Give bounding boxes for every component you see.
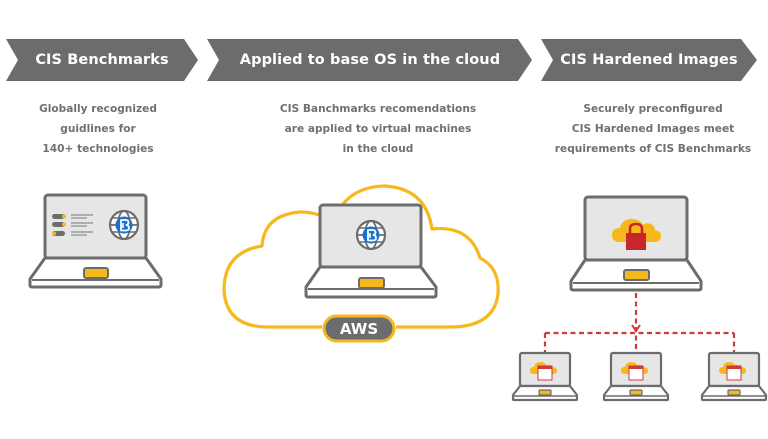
chevron-arrow-shape bbox=[207, 39, 532, 81]
chevron-arrow-shape bbox=[6, 39, 198, 81]
cloud-icon bbox=[612, 219, 661, 242]
description-line: guidlines for bbox=[60, 123, 136, 135]
lock-icon bbox=[626, 222, 646, 250]
description-line: in the cloud bbox=[342, 143, 414, 155]
step-1-description: Globally recognized guidlines for 140+ t… bbox=[0, 99, 196, 159]
cis-globe-icon bbox=[108, 209, 140, 241]
chevron-arrow-shape bbox=[541, 39, 757, 81]
description-line: requirements of CIS Benchmarks bbox=[554, 143, 752, 155]
description-line: 140+ technologies bbox=[42, 143, 154, 155]
step-2-title: Applied to base OS in the cloud bbox=[239, 52, 501, 68]
description-line: are applied to virtual machines bbox=[284, 123, 472, 135]
arrow-down-icon bbox=[631, 324, 641, 333]
step-3-description: Securely preconfigured CIS Hardened Imag… bbox=[540, 99, 766, 159]
step-1-title: CIS Benchmarks bbox=[35, 52, 169, 68]
cloud-outline-icon bbox=[222, 184, 500, 329]
step-2-description: CIS Banchmarks recomendations are applie… bbox=[228, 99, 528, 159]
description-line: CIS Banchmarks recomendations bbox=[279, 103, 477, 115]
step-2-banner: Applied to base OS in the cloud bbox=[207, 39, 535, 81]
laptop-with-cloud-image-icon bbox=[700, 351, 768, 402]
laptop-with-cloud-image-icon bbox=[602, 351, 670, 402]
step-1-banner: CIS Benchmarks bbox=[6, 39, 200, 81]
description-line: Securely preconfigured bbox=[583, 103, 723, 115]
checklist-icon bbox=[52, 214, 93, 236]
step-3-banner: CIS Hardened Images bbox=[541, 39, 761, 81]
aws-badge: AWS bbox=[322, 314, 396, 343]
laptop-checklist-globe-icon bbox=[28, 193, 163, 289]
step-3-title: CIS Hardened Images bbox=[560, 52, 738, 68]
laptop-cis-globe-icon bbox=[304, 203, 438, 299]
cis-globe-icon bbox=[355, 219, 387, 251]
distribution-connector bbox=[543, 293, 736, 353]
description-line: Globally recognized bbox=[39, 103, 157, 115]
laptop-locked-cloud-icon bbox=[569, 195, 703, 292]
laptop-with-cloud-image-icon bbox=[511, 351, 579, 402]
aws-label: AWS bbox=[340, 320, 378, 338]
description-line: CIS Hardened Images meet bbox=[571, 123, 735, 135]
